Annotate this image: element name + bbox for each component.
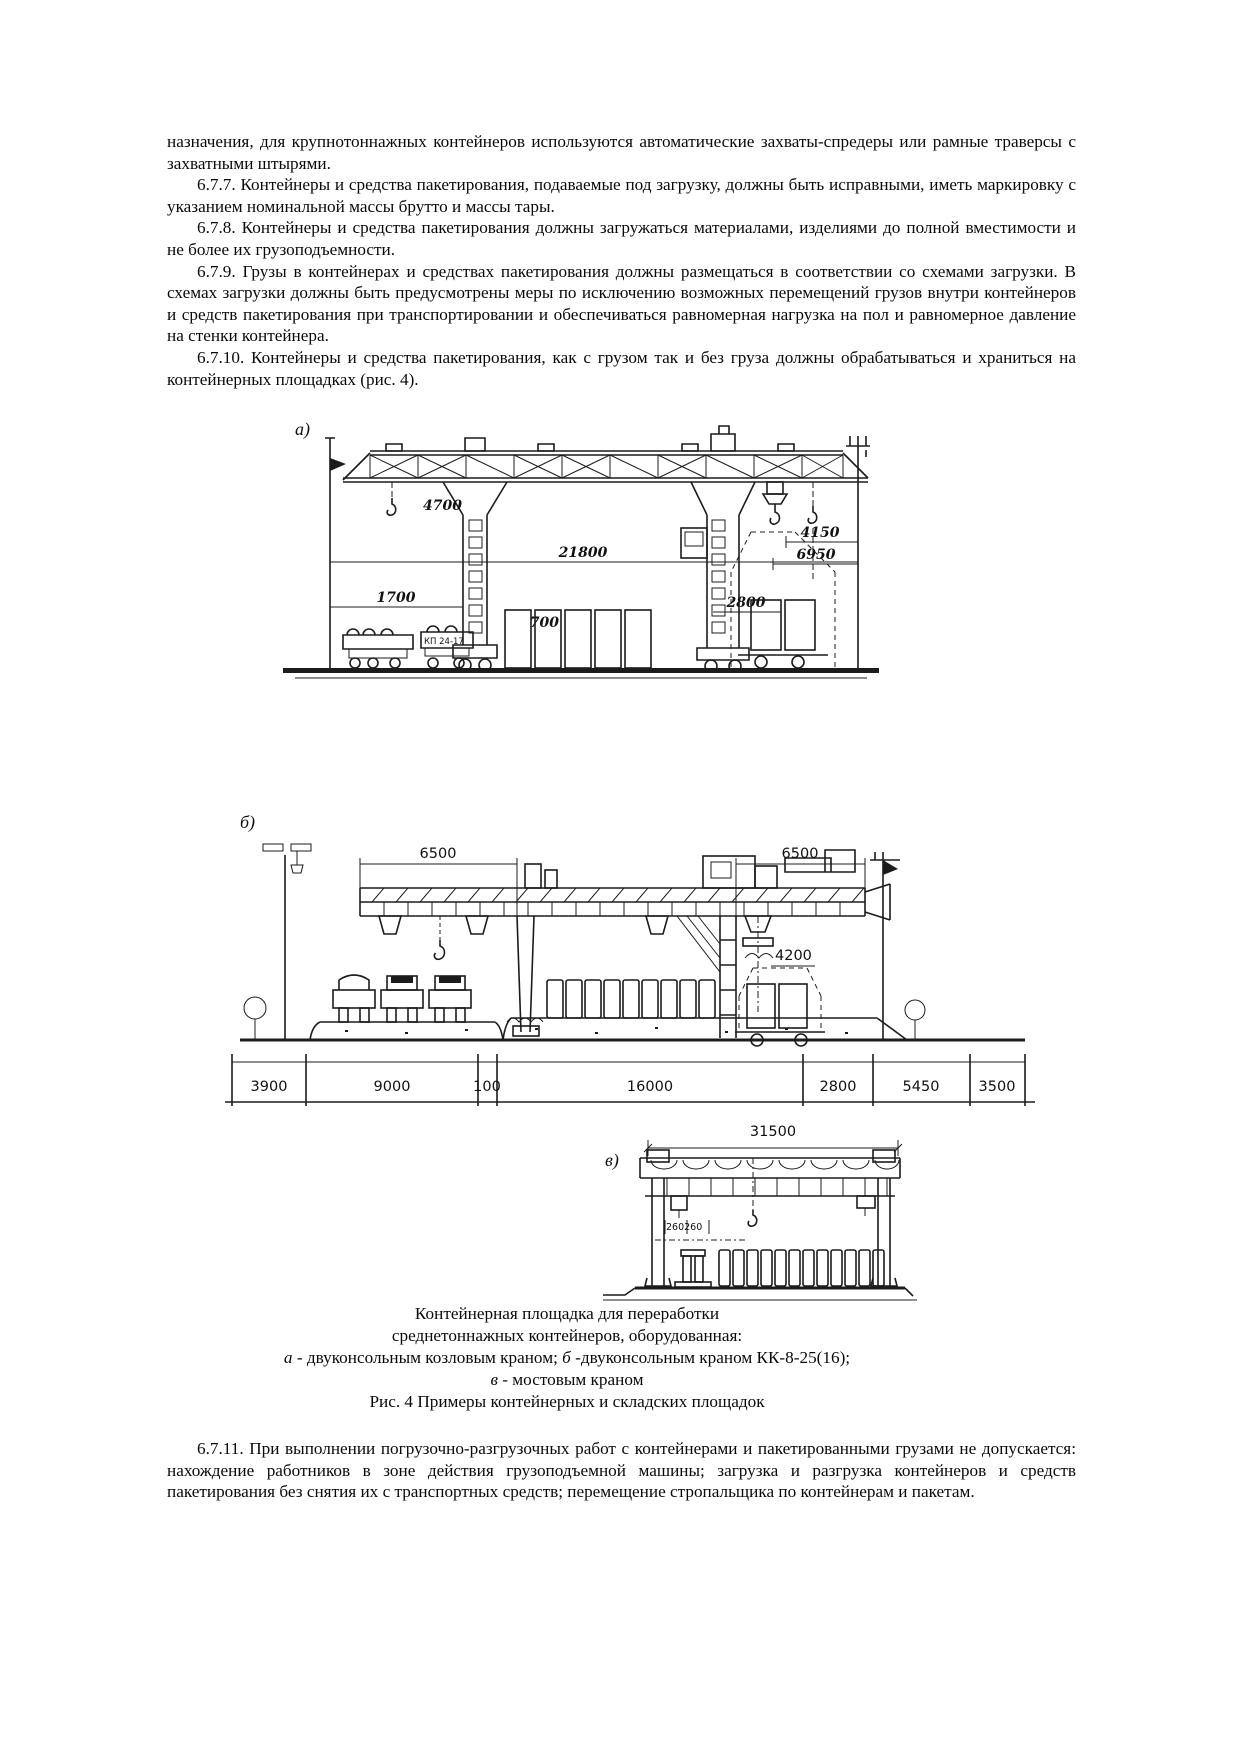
paragraph-677: 6.7.7. Контейнеры и средства пакетирован… [167,175,1076,216]
dim-label-260260: 260260 [666,1222,702,1233]
dim-label-6950: 6950 [797,547,836,563]
fig-b-right-leg-machinery [675,855,778,1038]
caption-line-3-text-1: - двуконсольным козловым краном; [292,1348,563,1367]
figure-v-drawing: 31500 [603,1124,917,1301]
closing-text-block: 6.7.11. При выполнении погрузочно-разгру… [167,1438,1076,1503]
fig-b-left-light-pole [262,843,312,1040]
figure-caption: Контейнерная площадка для переработки ср… [167,1303,967,1413]
fig-a-hoist-pulley [761,481,789,525]
dim-label-4200: 4200 [775,948,812,964]
dim-label-6500-left: 6500 [420,846,457,862]
chain-dim-3900: 3900 [251,1079,288,1095]
caption-line-4-text: - мостовым краном [497,1370,644,1389]
fig-v-left-hoist [670,1195,688,1218]
fig-a-left-light-pole [325,437,346,670]
chain-dim-2800: 2800 [820,1079,857,1095]
dim-label-1700: 1700 [377,590,416,606]
fig-b-right-tree [904,999,926,1041]
paragraph-667-continuation: назначения, для крупнотоннажных контейне… [167,132,1076,173]
fig-a-right-hook [807,482,818,580]
fig-a-flatcars: КП 24-17 [342,625,474,669]
fig-a-right-tower [680,425,756,673]
chain-dim-16000: 16000 [627,1079,673,1095]
fig-b-dimensions: 6500 6500 4200 [359,846,866,967]
chain-dim-3500: 3500 [979,1079,1016,1095]
body-text-block: назначения, для крупнотоннажных контейне… [167,131,1076,390]
figure-b-cantilever-crane: 6500 6500 4200 [225,800,1040,1110]
fig-a-ground [283,668,879,679]
fig-b-label: б) [240,812,255,833]
fig-v-center-hook [747,1158,758,1227]
caption-letter-a: а [283,1348,293,1367]
fig-b-girder [359,849,891,935]
fig-v-left-column [643,1149,673,1287]
fig-a-right-light-pole [846,436,870,670]
caption-letter-b: б [562,1348,571,1367]
figure-a-gantry-crane: 21800 1700 4700 700 2800 4150 6950 [283,419,883,682]
caption-line-5-figure-number: Рис. 4 Примеры контейнерных и складских … [369,1392,765,1411]
fig-a-left-hook [386,482,397,516]
fig-b-right-light-pole [870,852,900,1040]
fig-b-girder-hook [433,916,446,961]
figure-b-drawing: 6500 6500 4200 [225,812,1035,1106]
fig-v-dim-260: 260260 [655,1220,745,1241]
caption-letter-v: в [490,1370,498,1389]
fig-a-label: а) [295,419,310,440]
fig-b-ground [240,1017,1025,1042]
paragraph-679: 6.7.9. Грузы в контейнерах и средствах п… [167,261,1076,346]
vehicle-label-kp: КП 24-17 [424,637,464,647]
dim-label-6500-right: 6500 [782,846,819,862]
dim-label-31500: 31500 [750,1124,796,1140]
paragraph-6711: 6.7.11. При выполнении погрузочно-разгру… [167,1439,1076,1502]
caption-line-1: Контейнерная площадка для переработки [414,1304,720,1323]
fig-v-right-hoist [856,1195,876,1216]
paragraph-678: 6.7.8. Контейнеры и средства пакетирован… [167,218,1076,259]
chain-dim-100: 100 [473,1079,501,1095]
fig-v-bridge [639,1157,901,1197]
figure-a-drawing: 21800 1700 4700 700 2800 4150 6950 [283,419,879,679]
fig-a-truss-bridge [342,443,869,483]
paragraph-6710: 6.7.10. Контейнеры и средства пакетирова… [167,347,1076,389]
dim-label-2800: 2800 [726,595,766,611]
dim-label-21800: 21800 [558,545,608,561]
fig-b-containers [546,979,716,1019]
fig-v-dimension-31500: 31500 [643,1124,903,1156]
caption-line-4: в - мостовым краном [167,1369,967,1391]
fig-v-ground [603,1286,917,1301]
fig-a-containers [504,609,652,669]
figure-v-bridge-crane: 31500 [595,1118,925,1308]
fig-b-right-truck [735,967,825,1047]
dim-label-4700: 4700 [423,498,462,514]
fig-b-left-tree [243,996,267,1041]
chain-dim-9000: 9000 [374,1079,411,1095]
fig-b-dimension-chain: 3900 9000 100 16000 2800 5450 3500 [225,1054,1035,1106]
fig-v-cart [671,1249,715,1289]
chain-dim-5450: 5450 [903,1079,940,1095]
fig-b-left-trucks [332,974,472,1023]
fig-v-right-column [869,1149,899,1287]
fig-v-containers [718,1249,885,1287]
dim-label-700: 700 [530,615,559,631]
fig-v-label: в) [605,1150,619,1171]
caption-line-3-text-2: -двуконсольным краном КК-8-25(16); [570,1348,851,1367]
fig-a-right-truck [730,531,836,669]
dim-label-4150: 4150 [801,525,840,541]
caption-line-2: среднетоннажных контейнеров, оборудованн… [391,1326,743,1345]
caption-line-3: а - двуконсольным козловым краном; б -дв… [167,1347,967,1369]
